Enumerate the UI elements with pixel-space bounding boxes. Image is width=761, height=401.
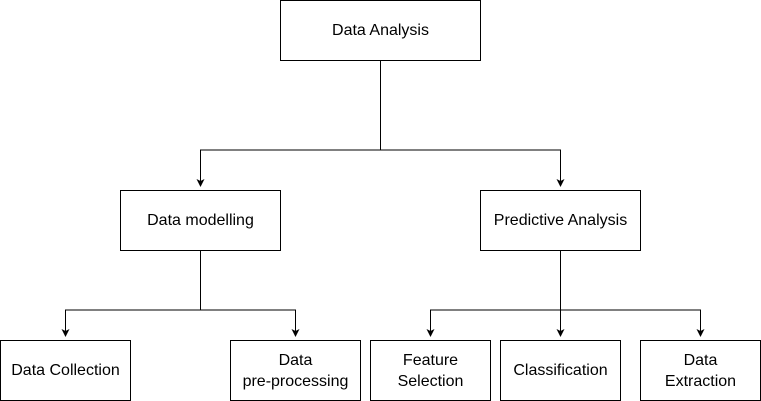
node-data-preprocessing: Data pre-processing [230,340,361,401]
node-predictive-analysis: Predictive Analysis [480,190,641,251]
node-data-collection: Data Collection [0,340,131,401]
edge-modelling-to-preprocessing [200,309,300,337]
node-data-extraction-line-1: Data [683,351,718,369]
node-data-preprocessing-line-1: Data [278,351,313,369]
node-feature-selection: Feature Selection [370,340,491,401]
edge-root-to-modelling [196,60,381,187]
node-classification: Classification [500,340,621,401]
node-data-modelling: Data modelling [120,190,281,251]
node-feature-selection-line-2: Selection [397,372,464,390]
node-data-collection-label: Data Collection [11,362,120,379]
node-data-extraction: Data Extraction [640,340,761,401]
node-data-modelling-label: Data modelling [147,212,254,229]
edge-modelling-to-collection [61,250,201,337]
node-feature-selection-line-1: Feature [402,351,459,369]
node-data-analysis-label: Data Analysis [332,22,429,39]
edge-root-to-predictive [380,149,565,187]
node-data-analysis: Data Analysis [280,0,481,61]
node-predictive-analysis-label: Predictive Analysis [493,212,628,229]
edge-predictive-to-extraction [560,309,705,337]
node-data-extraction-line-2: Extraction [664,372,737,390]
edge-predictive-to-feature-selection [426,250,561,337]
node-data-preprocessing-line-2: pre-processing [242,372,349,390]
node-classification-label: Classification [513,362,608,379]
